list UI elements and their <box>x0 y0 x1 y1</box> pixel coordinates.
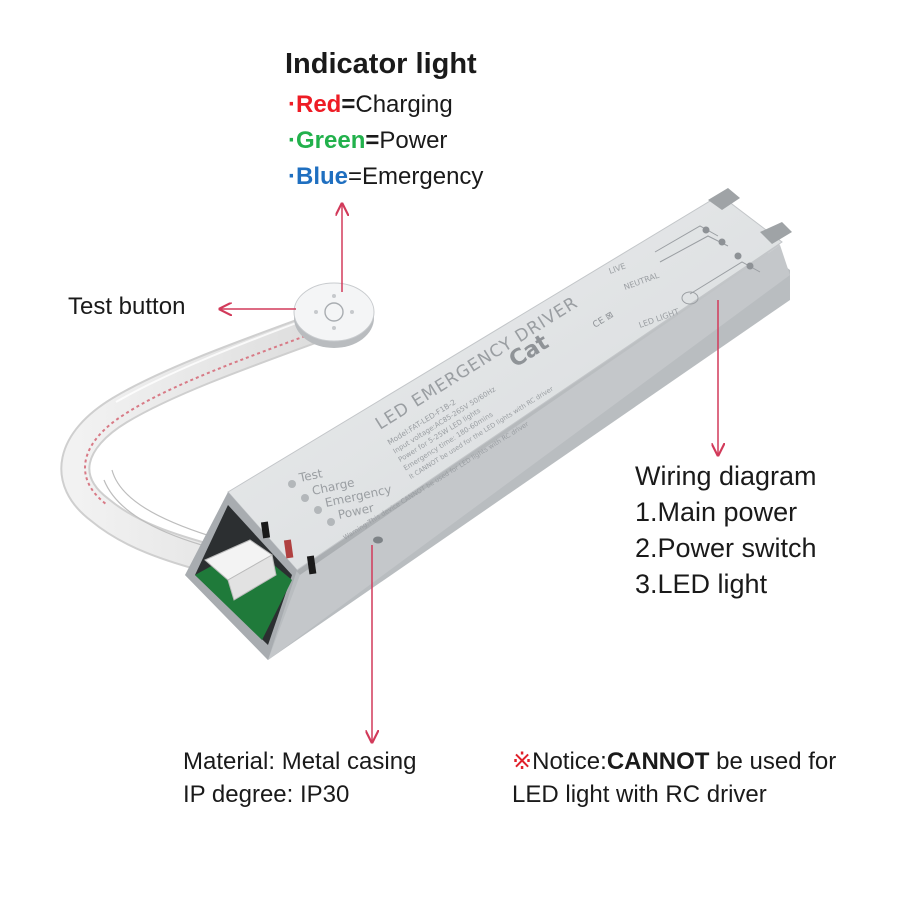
sep-red: = <box>341 91 356 118</box>
wiring-item-power-switch: 2.Power switch <box>635 533 817 563</box>
material-block: Material: Metal casing IP degree: IP30 <box>183 745 416 811</box>
test-button-label: Test button <box>68 293 186 320</box>
notice-strong: CANNOT <box>606 748 710 775</box>
wiring-item-main-power: 1.Main power <box>635 497 798 527</box>
notice-prefix: Notice: <box>532 748 607 775</box>
indicator-item-blue: ·Blue=Emergency <box>288 159 483 195</box>
wiring-diagram-block: Wiring diagram 1.Main power 2.Power swit… <box>635 458 817 602</box>
notice-rest: be used for <box>709 748 837 775</box>
indicator-item-green: ·Green=Power <box>288 123 447 159</box>
wiring-title: Wiring diagram <box>635 461 817 491</box>
meaning-red: Charging <box>355 91 453 118</box>
bullet-blue: · <box>288 163 296 190</box>
pcb-connector <box>195 521 317 640</box>
notice-line-2: LED light with RC driver <box>512 781 767 808</box>
wiring-item-led-light: 3.LED light <box>635 569 768 599</box>
bullet-green: · <box>288 127 296 154</box>
ip-degree-line: IP degree: IP30 <box>183 781 350 808</box>
sep-green: = <box>365 127 380 154</box>
notice-mark: ※ <box>512 748 533 775</box>
material-line: Material: Metal casing <box>183 748 417 775</box>
color-word-blue: Blue <box>296 163 349 190</box>
indicator-item-red: ·Red=Charging <box>288 87 453 123</box>
notice-block: ※Notice:CANNOT be used for LED light wit… <box>512 745 836 811</box>
color-word-red: Red <box>296 91 342 118</box>
notice-line-1: ※Notice:CANNOT be used for <box>512 745 836 778</box>
bullet-red: · <box>288 91 296 118</box>
meaning-green: Power <box>379 127 448 154</box>
color-word-green: Green <box>296 127 366 154</box>
indicator-title: Indicator light <box>285 48 477 80</box>
panel-label-test: Test <box>297 466 324 485</box>
sep-blue: = <box>348 163 363 190</box>
callout-arrows <box>220 204 718 742</box>
ribbon-cable <box>60 307 347 575</box>
test-button-disk <box>293 282 375 348</box>
meaning-blue: Emergency <box>362 163 484 190</box>
